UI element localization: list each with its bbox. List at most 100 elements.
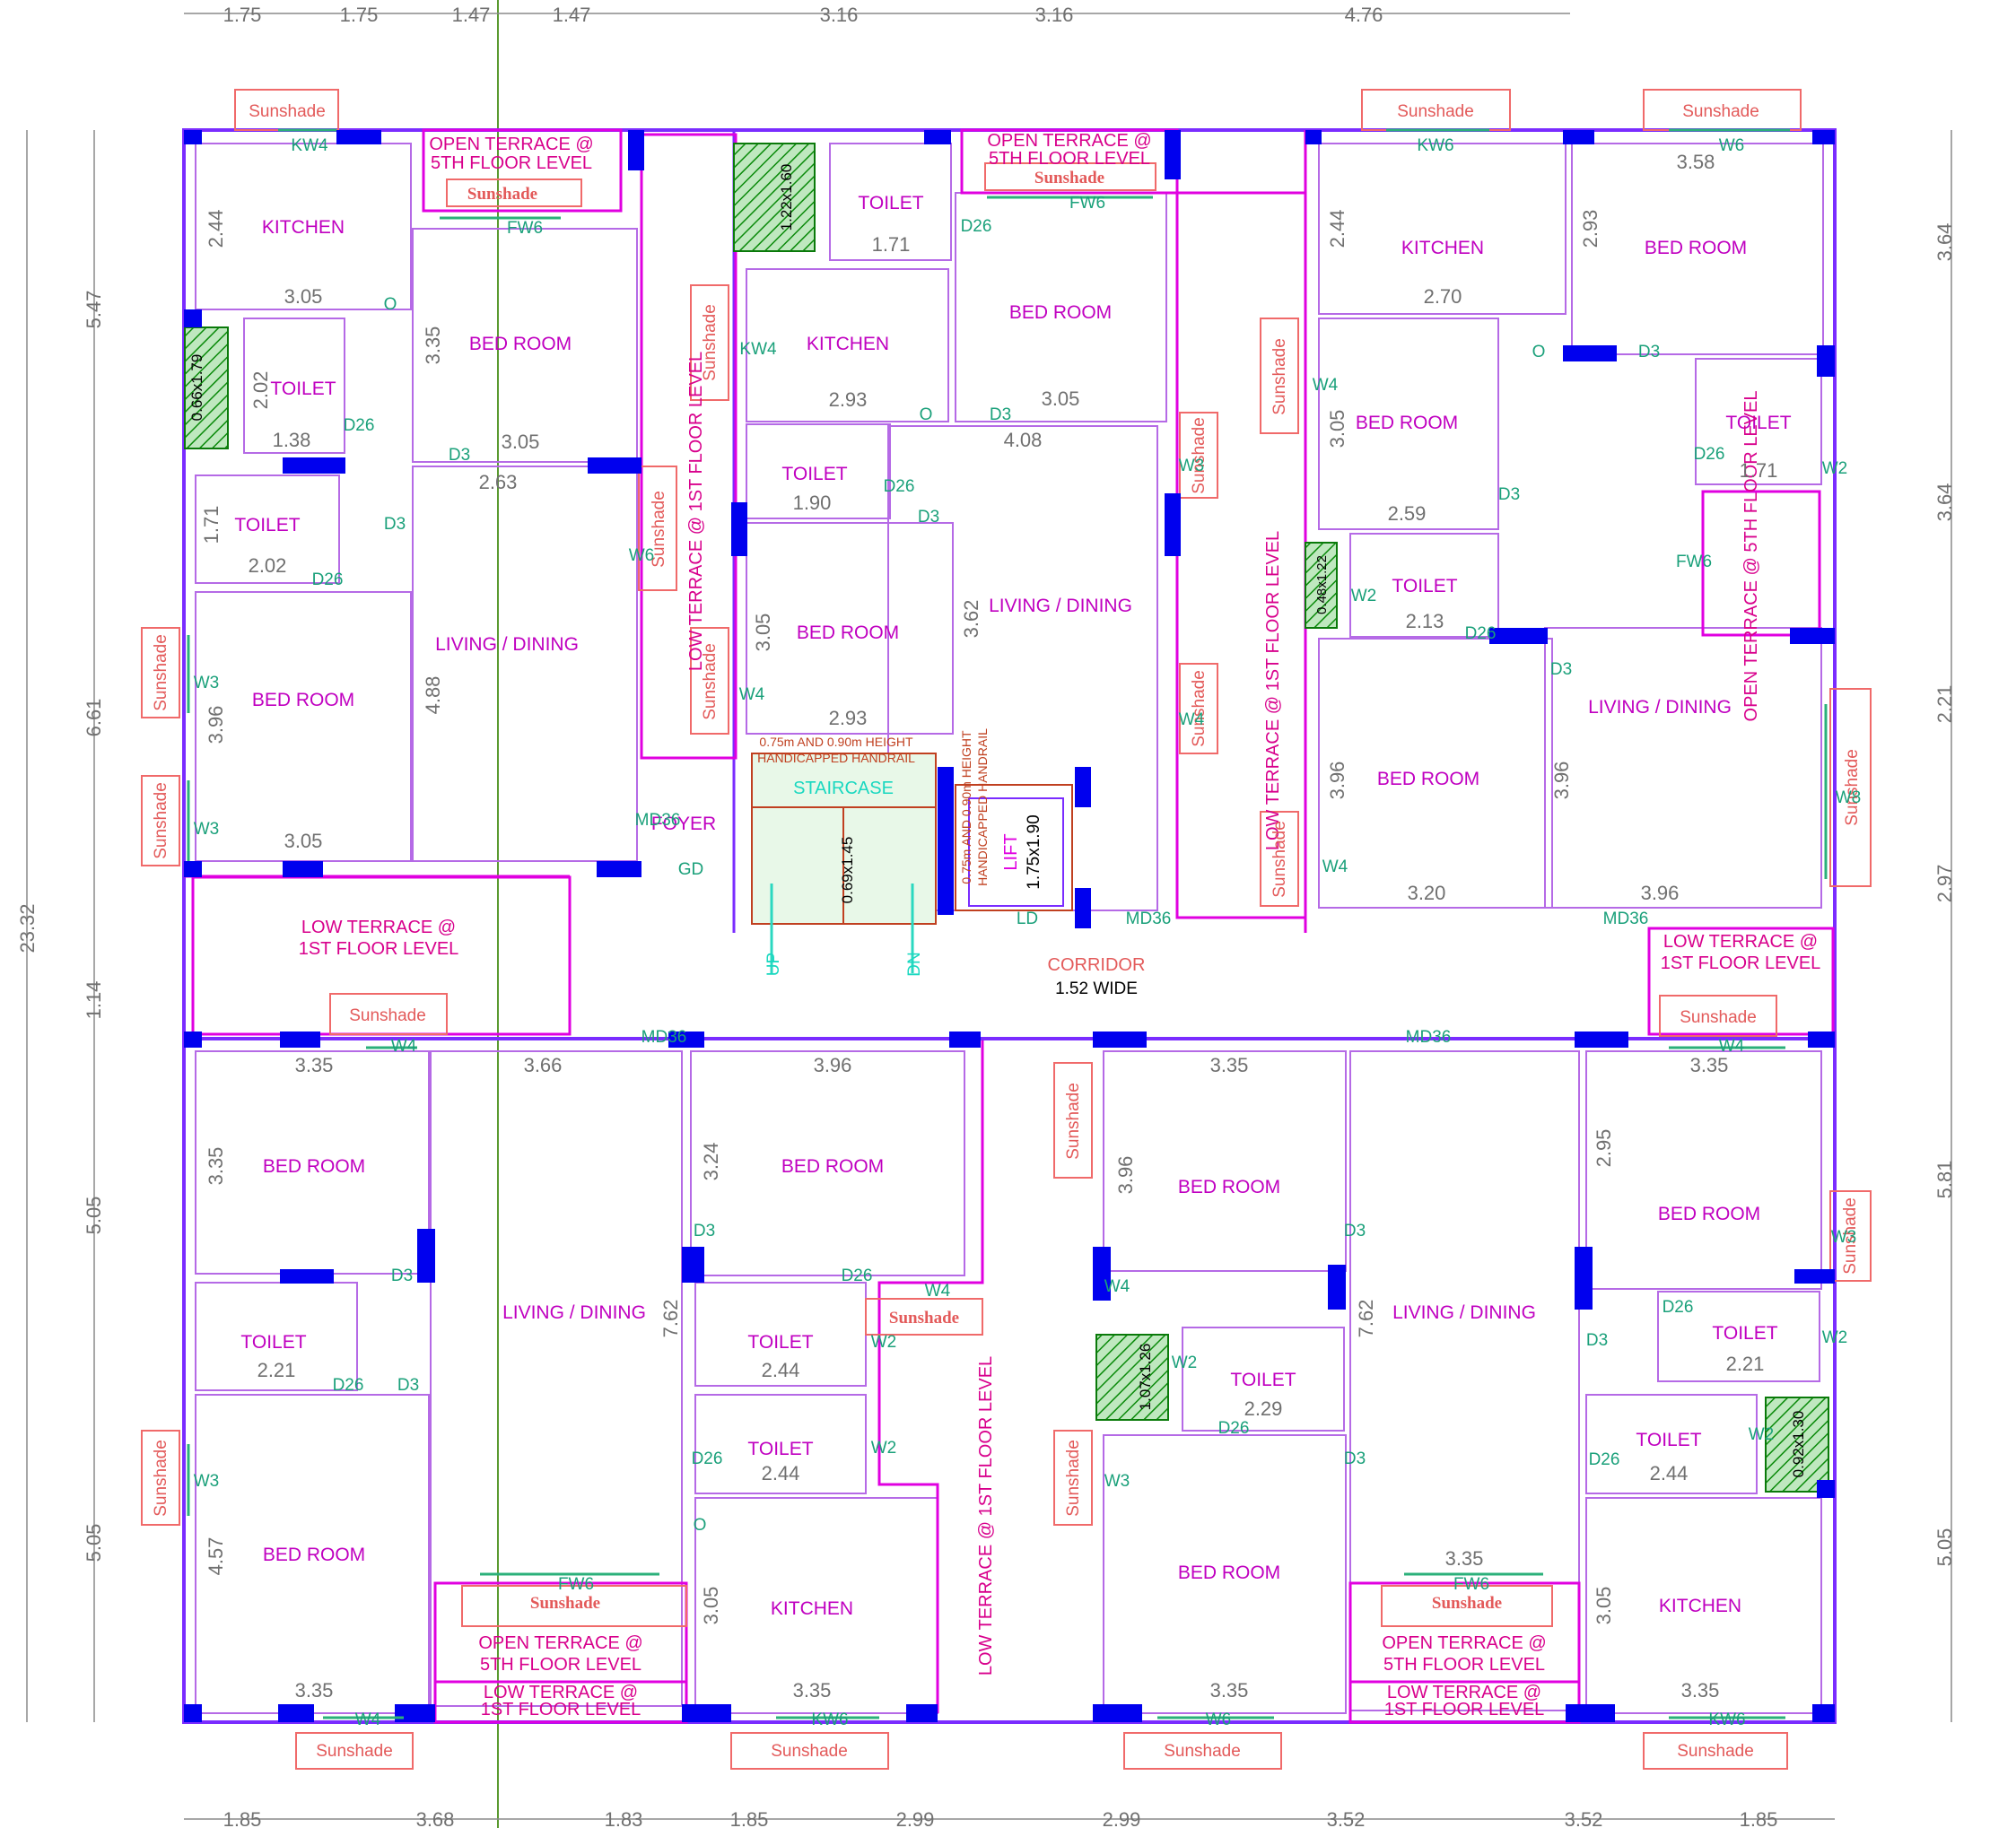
dim-d-bed2-h: 3.24 <box>700 1143 722 1181</box>
unit-d-bedroom2-label: BED ROOM <box>263 1545 365 1565</box>
top-dim-5: 3.16 <box>820 4 859 26</box>
unit-e-kitchen-label: KITCHEN <box>1659 1596 1741 1616</box>
stair-up-label: UP <box>764 953 783 976</box>
dim-a-toilet1-w: 1.38 <box>273 429 311 451</box>
top-dim-7: 4.76 <box>1345 4 1383 26</box>
sunshade-labels: Sunshade Sunshade Sunshade Sunshade Suns… <box>152 102 1862 1761</box>
dim-d-living-h: 7.62 <box>659 1300 682 1338</box>
unit-c-toilet2-label: TOILET <box>1392 576 1457 596</box>
sunshade-label: Sunshade <box>1682 102 1759 121</box>
tag-w3: W3 <box>1104 1472 1130 1491</box>
unit-c-toilet1-label: TOILET <box>1725 413 1791 433</box>
dim-d-living-w: 3.66 <box>524 1054 563 1076</box>
unit-a-living-label: LIVING / DINING <box>435 634 579 655</box>
tag-w2: W2 <box>1172 1354 1198 1372</box>
unit-d-kitchen-label: KITCHEN <box>771 1598 853 1619</box>
tag-d26: D26 <box>961 217 992 236</box>
tag-d26: D26 <box>884 477 915 496</box>
left-dimensions: 23.32 5.47 6.61 1.14 5.05 5.05 <box>16 130 105 1722</box>
unit-d-toilet1-label: TOILET <box>240 1332 306 1353</box>
dim-c-toilet1-w: 2.13 <box>1406 610 1444 632</box>
tag-md36: MD36 <box>1603 910 1649 928</box>
top-dim-6: 3.16 <box>1035 4 1074 26</box>
dim-c-bed1-h: 2.93 <box>1579 210 1601 248</box>
unit-d-bedroom3-label: BED ROOM <box>781 1156 884 1177</box>
dim-b-bed2-h: 3.05 <box>752 614 774 652</box>
tag-d26: D26 <box>333 1376 364 1395</box>
dim-d-toilet3-w: 2.44 <box>762 1462 800 1484</box>
dim-b-living-w: 4.08 <box>1004 429 1043 451</box>
tag-w6: W6 <box>1719 136 1745 155</box>
dim-c-bed1-w: 3.58 <box>1677 151 1715 173</box>
right-dim-1: 3.64 <box>1933 223 1956 262</box>
terrace-b-line1: OPEN TERRACE @ <box>987 131 1151 151</box>
tag-d3: D3 <box>990 405 1011 424</box>
dim-e-living-h: 7.62 <box>1355 1300 1377 1338</box>
dim-a-kitchen-w: 3.05 <box>284 285 323 308</box>
shaft1-size: 0.66x1.79 <box>188 354 205 422</box>
dim-b-bed2-w: 2.93 <box>829 707 868 729</box>
terrace-b-line2: 5TH FLOOR LEVEL <box>989 149 1150 169</box>
dim-a-living-w: 2.63 <box>479 471 518 493</box>
handrail-notes: 0.75m AND 0.90m HEIGHT HANDICAPPED HANDR… <box>757 728 990 886</box>
tag-d26: D26 <box>1589 1450 1620 1469</box>
tag-w3: W3 <box>1831 1228 1857 1247</box>
bottom-dim-6: 2.99 <box>1103 1808 1141 1828</box>
tag-w6: W6 <box>629 546 655 565</box>
dim-e-kitchen-w: 3.35 <box>1681 1679 1720 1702</box>
tag-ld: LD <box>1017 910 1038 928</box>
sunshade-label: Sunshade <box>1190 670 1209 747</box>
dim-a-bed1-w: 3.05 <box>502 431 540 453</box>
handrail-note-line2: HANDICAPPED HANDRAIL <box>757 751 915 765</box>
terrace-labels: OPEN TERRACE @ 5TH FLOOR LEVEL OPEN TERR… <box>299 131 1821 1719</box>
tag-kw4: KW4 <box>291 136 328 155</box>
dim-c-bed3-h: 3.96 <box>1326 762 1348 800</box>
sunshade-label: Sunshade <box>316 1742 393 1761</box>
tag-d3: D3 <box>384 515 406 534</box>
top-dim-1: 1.75 <box>223 4 262 26</box>
dim-b-kitchen-w: 2.93 <box>829 388 868 411</box>
dim-e-kitchen-h: 3.05 <box>1593 1587 1615 1625</box>
tag-w4: W4 <box>739 685 765 704</box>
tag-w2: W2 <box>871 1333 897 1352</box>
unit-a-toilet2-label: TOILET <box>234 515 300 535</box>
sunshade-label: Sunshade <box>889 1309 959 1327</box>
tag-w3: W3 <box>194 674 220 692</box>
foyer-label: FOYER <box>651 814 716 834</box>
unit-e-bedroom2-label: BED ROOM <box>1178 1563 1280 1583</box>
tag-fw6: FW6 <box>558 1575 594 1594</box>
lift-label: LIFT <box>1001 833 1021 870</box>
terrace-g-line2: 1ST FLOOR LEVEL <box>1661 953 1821 973</box>
tag-o: O <box>694 1516 707 1535</box>
room-labels: KITCHEN BED ROOM TOILET TOILET BED ROOM … <box>234 193 1791 1619</box>
dim-b-toilet1-w: 1.71 <box>872 233 911 256</box>
tag-kw6: KW6 <box>1708 1710 1745 1729</box>
dim-c-toilet2-w: 1.71 <box>1740 459 1778 482</box>
bottom-dim-2: 3.68 <box>416 1808 455 1828</box>
terrace-f-line2: 1ST FLOOR LEVEL <box>299 939 459 959</box>
unit-c-bedroom3-label: BED ROOM <box>1377 769 1479 789</box>
tag-w8: W8 <box>1836 788 1862 807</box>
unit-b-toilet2-label: TOILET <box>781 464 847 484</box>
handrail-note-lift-line1: 0.75m AND 0.90m HEIGHT <box>959 730 973 884</box>
tag-md36: MD36 <box>635 811 681 830</box>
dim-a-bed2-w: 3.05 <box>284 830 323 852</box>
terrace-k-line1: LOW TERRACE @ <box>484 1683 638 1702</box>
sunshade-label: Sunshade <box>1397 102 1474 121</box>
dim-c-kitchen-w: 2.70 <box>1424 285 1462 308</box>
dim-e-living-w: 3.35 <box>1445 1547 1484 1570</box>
handrail-note-line1: 0.75m AND 0.90m HEIGHT <box>759 735 913 749</box>
dim-a-toilet2-h: 1.71 <box>200 506 223 544</box>
stair-lift-core <box>751 753 1073 973</box>
handrail-note-lift-line2: HANDICAPPED HANDRAIL <box>975 728 990 886</box>
dim-d-toilet2-w: 2.44 <box>762 1359 800 1381</box>
dim-c-bed3-w: 3.20 <box>1408 882 1446 904</box>
tag-d3: D3 <box>694 1222 715 1240</box>
sunshade-label: Sunshade <box>1190 417 1209 494</box>
sunshade-label: Sunshade <box>1841 1197 1860 1275</box>
dim-b-living-h: 3.62 <box>960 600 982 639</box>
tag-w4: W4 <box>1719 1037 1745 1056</box>
tag-w4: W4 <box>1322 857 1348 876</box>
unit-b-living-label: LIVING / DINING <box>989 596 1132 616</box>
